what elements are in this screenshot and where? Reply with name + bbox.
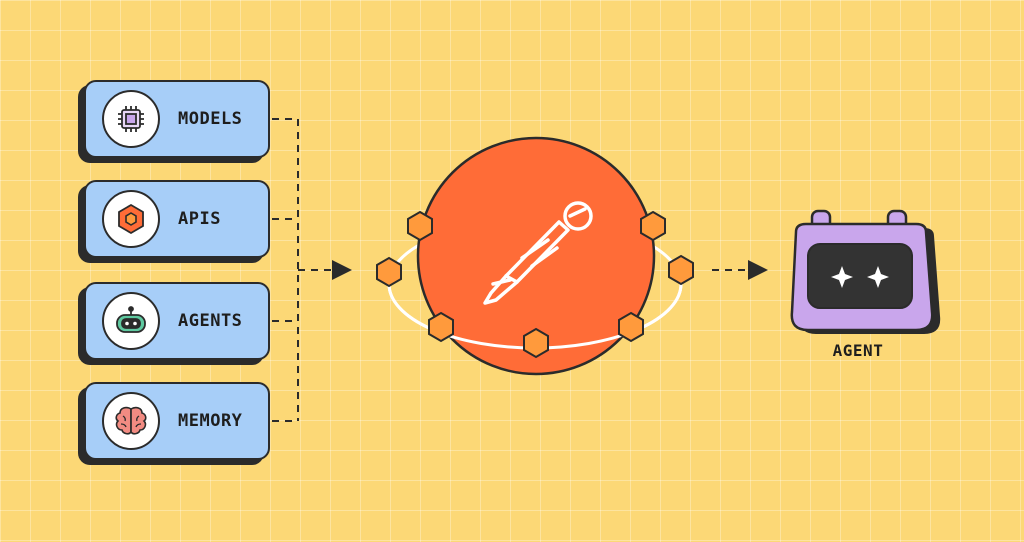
node-lower-left [428, 311, 454, 343]
source-label: AGENTS [178, 311, 243, 331]
node-bottom [523, 327, 549, 359]
agent-label: AGENT [832, 341, 884, 360]
brain-icon [102, 392, 160, 450]
node-upper-right [640, 210, 666, 242]
source-label: APIS [178, 209, 221, 229]
node-upper-left [407, 210, 433, 242]
hexagon-icon [102, 190, 160, 248]
source-card-memory: MEMORY [78, 382, 274, 465]
sparkle-eye-left [831, 266, 853, 288]
source-card-agents: AGENTS [78, 282, 274, 365]
source-card-models: MODELS [78, 80, 274, 163]
source-connectors [272, 118, 768, 422]
node-left [376, 256, 402, 288]
connector-models [272, 118, 299, 421]
node-lower-right [618, 311, 644, 343]
sparkle-eye-right [867, 266, 889, 288]
robot-icon [102, 292, 160, 350]
orbit-nodes [376, 210, 694, 359]
source-label: MEMORY [178, 411, 243, 431]
hub-circle [416, 136, 656, 376]
source-label: MODELS [178, 109, 243, 129]
node-right [668, 254, 694, 286]
postman-astronaut-icon [483, 201, 593, 305]
source-card-apis: APIS [78, 180, 274, 263]
hub [387, 136, 683, 376]
agent-face-icon [790, 209, 941, 334]
chip-icon [102, 90, 160, 148]
